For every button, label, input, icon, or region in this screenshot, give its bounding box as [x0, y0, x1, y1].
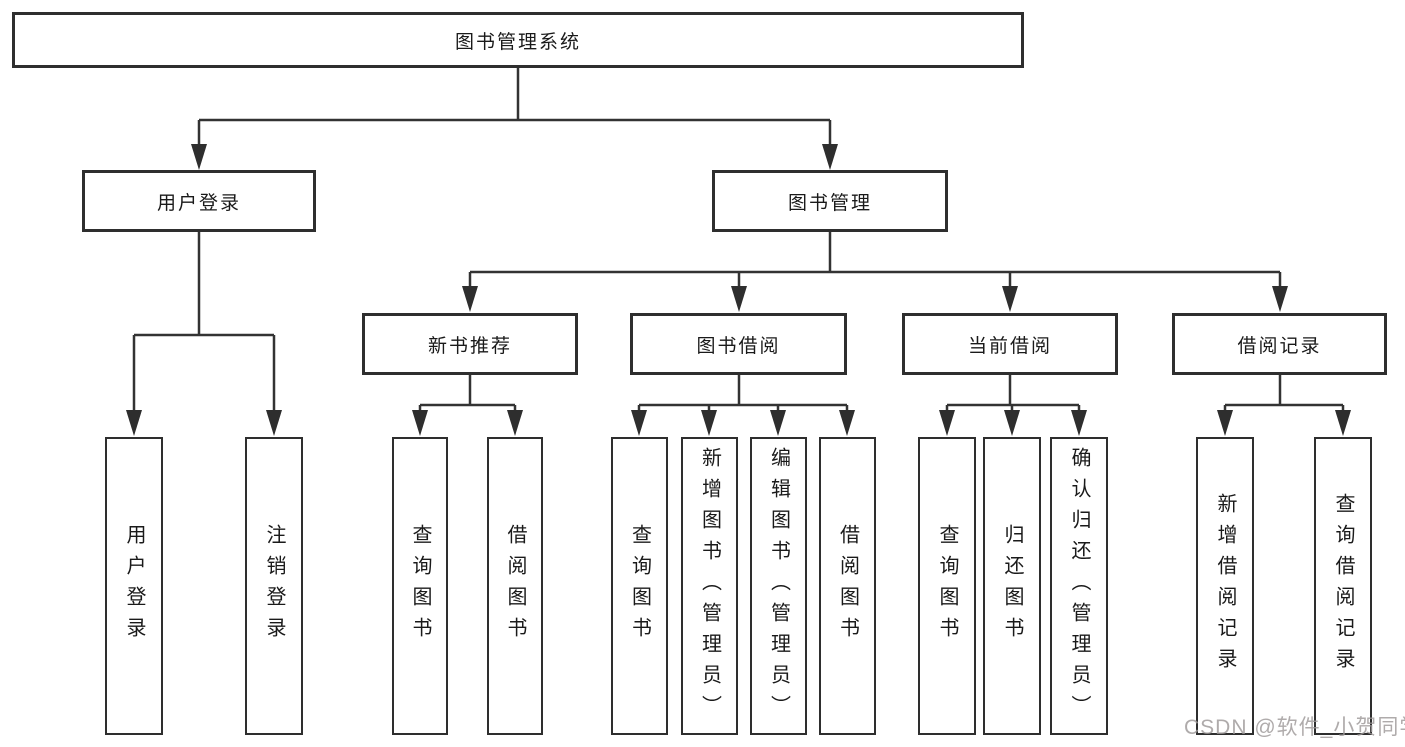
- leaf-node-label: 注销登录: [263, 524, 285, 648]
- branch-node-book-management: 图书管理: [712, 170, 948, 232]
- leaf-node-label: 新增图书（管理员）: [698, 446, 721, 726]
- group-node-borrow-records: 借阅记录: [1172, 313, 1387, 375]
- group-node-current-borrow: 当前借阅: [902, 313, 1118, 375]
- leaf-node-user-login: 用户登录: [105, 437, 163, 735]
- branch-node-label: 图书管理: [787, 192, 872, 214]
- leaf-node-label: 查询图书: [936, 524, 958, 648]
- leaf-node-label: 查询图书: [628, 524, 651, 648]
- leaf-node-label: 借阅图书: [836, 524, 859, 648]
- root-node-label: 图书管理系统: [454, 31, 581, 53]
- group-node-book-borrow: 图书借阅: [630, 313, 847, 375]
- branch-node-label: 用户登录: [156, 192, 241, 214]
- leaf-node-search-borrow-record: 查询借阅记录: [1314, 437, 1372, 735]
- group-node-label: 图书借阅: [696, 335, 781, 357]
- leaf-node-add-books-admin: 新增图书（管理员）: [681, 437, 738, 735]
- leaf-node-borrow-books: 借阅图书: [819, 437, 876, 735]
- leaf-node-confirm-return-admin: 确认归还（管理员）: [1050, 437, 1108, 735]
- leaf-node-search-books: 查询图书: [392, 437, 448, 735]
- root-node-library-system: 图书管理系统: [12, 12, 1024, 68]
- leaf-node-label: 查询借阅记录: [1332, 493, 1354, 679]
- csdn-watermark: CSDN @软件_小贺同学: [1184, 716, 1405, 739]
- leaf-node-return-books: 归还图书: [983, 437, 1041, 735]
- leaf-node-search-books: 查询图书: [918, 437, 976, 735]
- leaf-node-label: 新增借阅记录: [1214, 493, 1236, 679]
- leaf-node-logout: 注销登录: [245, 437, 303, 735]
- leaf-node-label: 确认归还（管理员）: [1068, 446, 1090, 726]
- group-node-new-book-recommend: 新书推荐: [362, 313, 578, 375]
- branch-node-user-login: 用户登录: [82, 170, 316, 232]
- leaf-node-search-books: 查询图书: [611, 437, 668, 735]
- group-node-label: 当前借阅: [967, 335, 1052, 357]
- leaf-node-label: 查询图书: [409, 524, 431, 648]
- group-node-label: 借阅记录: [1237, 335, 1322, 357]
- leaf-node-label: 归还图书: [1001, 524, 1023, 648]
- group-node-label: 新书推荐: [427, 335, 512, 357]
- leaf-node-label: 用户登录: [123, 524, 145, 648]
- leaf-node-borrow-books: 借阅图书: [487, 437, 543, 735]
- leaf-node-label: 借阅图书: [504, 524, 526, 648]
- leaf-node-label: 编辑图书（管理员）: [767, 446, 790, 726]
- leaf-node-add-borrow-record: 新增借阅记录: [1196, 437, 1254, 735]
- leaf-node-edit-books-admin: 编辑图书（管理员）: [750, 437, 807, 735]
